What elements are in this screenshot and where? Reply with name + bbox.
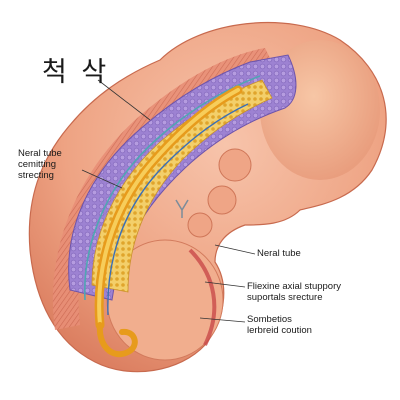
pharyngeal-arch-1	[218, 148, 252, 182]
lower-body-bulge	[106, 239, 224, 361]
pharyngeal-arch-2	[207, 185, 237, 215]
label-left-line3: strecting	[18, 170, 54, 181]
teal-membrane	[84, 75, 261, 301]
label-sombetios-line2: lerbreid coution	[247, 325, 312, 336]
pharyngeal-arch-3	[187, 212, 213, 238]
label-sombetios: Sombetios lerbreid coution	[247, 314, 312, 336]
small-y-structure	[175, 199, 189, 218]
label-flexine-line2: suportals srecture	[247, 292, 323, 303]
leader-sombetios	[199, 317, 246, 323]
label-flexine-line1: Fliexine axial stuppory	[247, 281, 341, 292]
leader-title	[97, 79, 151, 121]
label-sombetios-line1: Sombetios	[247, 314, 292, 325]
label-left-line2: cemitting	[18, 159, 57, 170]
label-neural-tube: Neral tube	[257, 248, 301, 259]
leader-left	[81, 169, 123, 189]
neural-tube-curl	[96, 322, 138, 357]
blue-vessel	[107, 103, 249, 316]
notochord-highlight	[97, 88, 240, 327]
diagram-title: 척 삭	[42, 57, 110, 88]
leader-neural-tube	[214, 244, 256, 255]
leader-flexine	[204, 281, 246, 288]
label-neural-tube-left: Neral tube cemitting strecting	[18, 148, 62, 181]
label-flexine: Fliexine axial stuppory suportals srectu…	[247, 281, 341, 303]
label-left-line1: Neral tube	[18, 148, 62, 159]
red-muscle-strip	[188, 248, 217, 346]
